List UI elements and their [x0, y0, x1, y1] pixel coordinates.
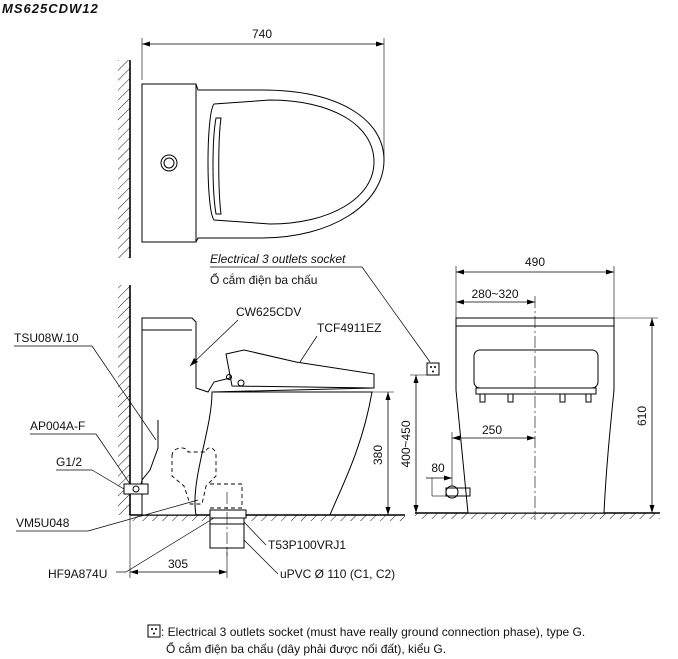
dim-inlet-offset: 250: [482, 423, 502, 437]
wall-hatch-side: [118, 285, 130, 515]
footnote: : Electrical 3 outlets socket (must have…: [147, 624, 585, 656]
footnote-line2: Ổ cắm điện ba chấu (dây phải được nối đấ…: [166, 641, 446, 656]
label-socket-vi: Ổ cắm điện ba chấu: [210, 272, 317, 287]
dim-inlet-height: 80: [431, 461, 445, 475]
top-view-lid: [207, 99, 375, 225]
footnote-socket-icon: [147, 624, 161, 638]
dim-seat-height: 380: [371, 445, 385, 465]
label-hose: TSU08W.10: [14, 331, 79, 345]
model-title: MS625CDW12: [2, 1, 99, 16]
top-view-hinge: [212, 117, 222, 215]
label-thread: G1/2: [56, 455, 82, 469]
flush-button: [160, 154, 178, 172]
top-view-outline: [141, 83, 385, 243]
front-view: 490 280~320 610 400~450 250 80: [399, 255, 660, 520]
front-washlet: [473, 349, 599, 389]
footnote-line1: : Electrical 3 outlets socket (must have…: [161, 625, 585, 639]
label-socket-en: Electrical 3 outlets socket: [210, 252, 346, 266]
wall-hatch-top: [118, 60, 130, 258]
top-view: 740: [118, 27, 385, 258]
label-washlet: TCF4911EZ: [317, 321, 381, 335]
dim-socket-height: 400~450: [399, 420, 413, 467]
label-seat: CW625CDV: [236, 305, 301, 319]
label-pipe: uPVC Ø 110 (C1, C2): [280, 567, 395, 581]
dim-side-depth: 305: [168, 557, 188, 571]
side-trap: [171, 447, 217, 505]
label-flange: HF9A874U: [48, 567, 107, 581]
side-view: 380 305: [118, 285, 405, 578]
dim-front-width: 490: [525, 255, 545, 269]
label-bolt: VM5U048: [16, 516, 70, 530]
side-labels: CW625CDV TCF4911EZ TSU08W.10 AP004A-F G1…: [14, 305, 395, 581]
side-washlet: [225, 349, 375, 389]
label-outlet-part: T53P100VRJ1: [268, 538, 346, 552]
side-bowl: [196, 391, 373, 516]
label-valve: AP004A-F: [30, 419, 85, 433]
socket-icon: [426, 362, 440, 376]
dim-outlet-range: 280~320: [471, 287, 518, 301]
dim-top-width: 740: [252, 27, 272, 41]
side-toilet-body: [141, 317, 373, 516]
dim-front-height: 610: [635, 406, 649, 426]
socket-label-group: Electrical 3 outlets socket Ổ cắm điện b…: [210, 252, 431, 363]
